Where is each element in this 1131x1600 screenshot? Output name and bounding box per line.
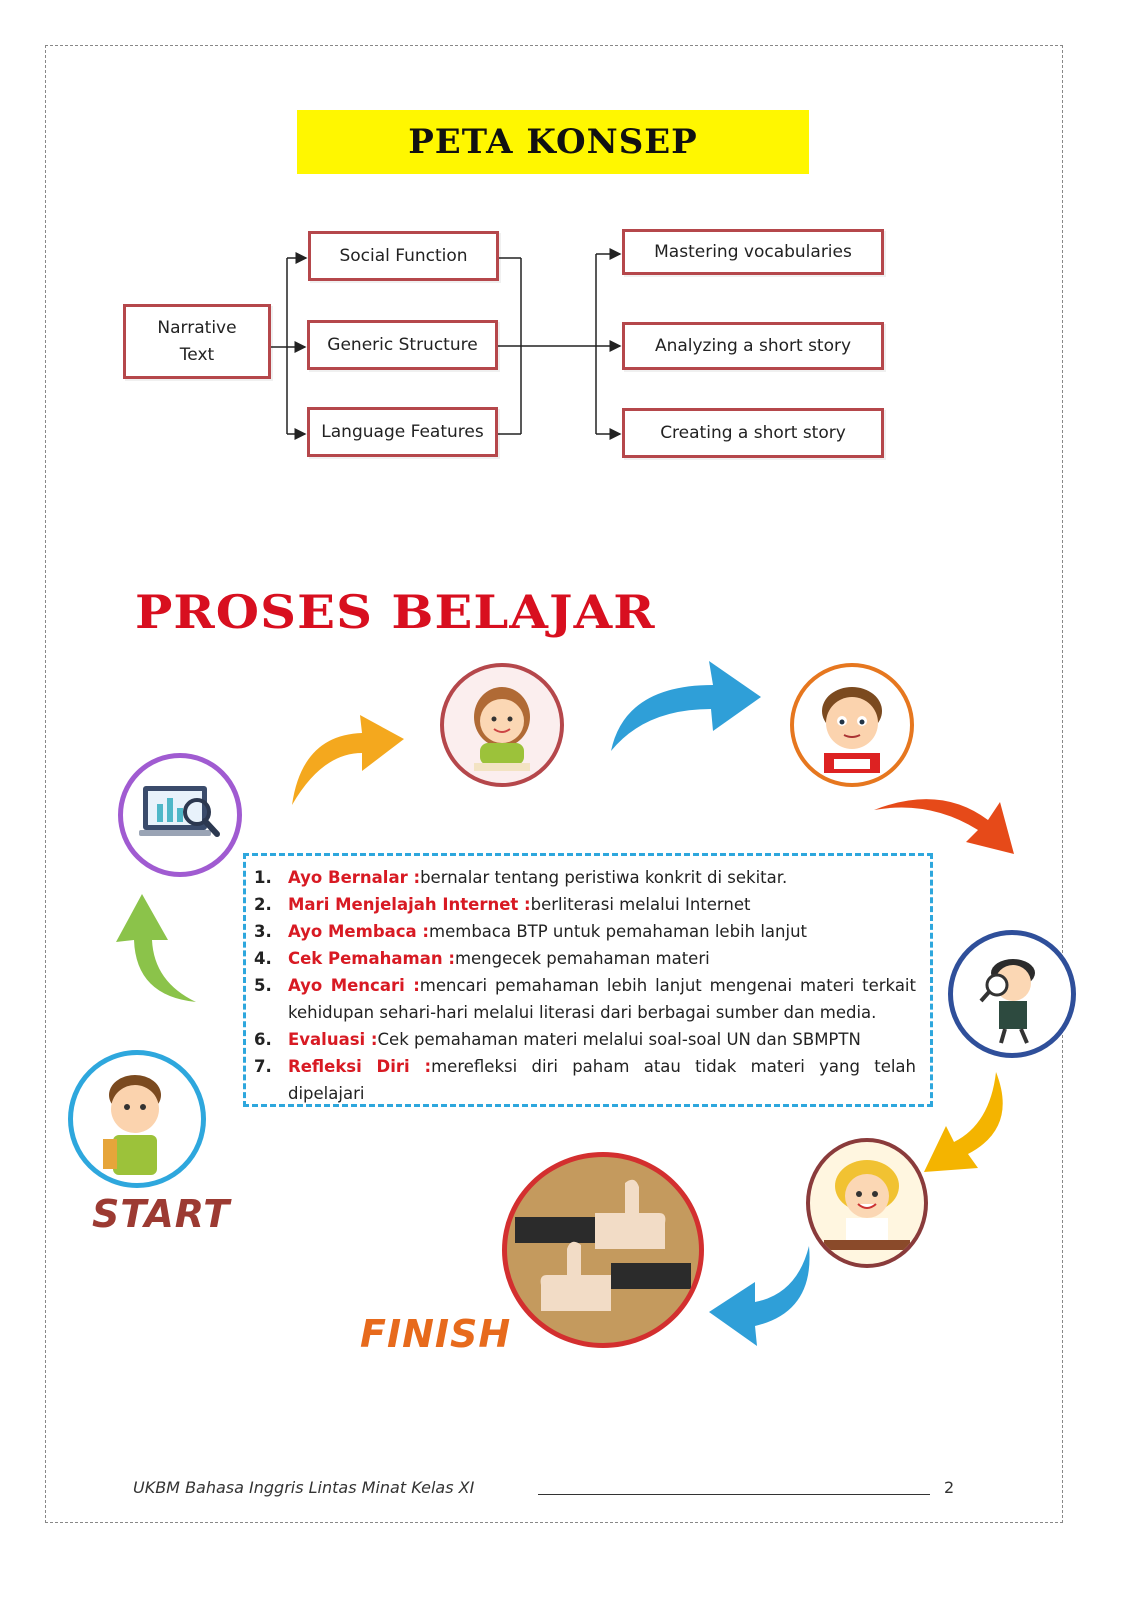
concept-root-label: Narrative Text [157, 318, 237, 365]
red-orange-arrow-icon [874, 799, 1014, 854]
concept-outcome-mastering-vocabularies: Mastering vocabularies [622, 229, 884, 275]
list-item: 1. Ayo Bernalar :bernalar tentang peristi… [254, 864, 916, 891]
step-description: mengecek pemahaman materi [454, 949, 710, 968]
concept-outcome-analyzing-short-story: Analyzing a short story [622, 322, 884, 370]
step-number: 1. [254, 868, 272, 887]
concept-aspect-language-features: Language Features [307, 407, 498, 457]
concept-outcome-creating-short-story: Creating a short story [622, 408, 884, 458]
step-number: 3. [254, 922, 272, 941]
list-item: 7. Refleksi Diri :merefleksi diri paham a… [254, 1053, 916, 1107]
title-band: PETA KONSEP [297, 110, 809, 174]
step-description: berliterasi melalui Internet [530, 895, 751, 914]
step-label: Mari Menjelajah Internet : [288, 895, 531, 914]
step-label: Refleksi Diri : [288, 1057, 432, 1076]
step-label: Ayo Mencari : [288, 976, 420, 995]
list-item: 6. Evaluasi :Cek pemahaman materi melalui… [254, 1026, 916, 1053]
proses-belajar-heading: PROSES BELAJAR [135, 585, 656, 639]
blue-arrow-icon [611, 661, 761, 751]
concept-aspect-label: Generic Structure [327, 334, 478, 355]
step-description: Cek pemahaman materi melalui soal-soal U… [377, 1030, 861, 1049]
concept-map-connectors [270, 248, 622, 440]
page-number: 2 [944, 1478, 955, 1497]
learning-steps-list: 1. Ayo Bernalar :bernalar tentang peristi… [254, 864, 916, 1107]
concept-aspect-label: Language Features [321, 421, 484, 442]
step-description: bernalar tentang peristiwa konkrit di se… [420, 868, 788, 887]
list-item: 4. Cek Pemahaman :mengecek pemahaman mate… [254, 945, 916, 972]
concept-outcome-label: Analyzing a short story [654, 335, 852, 356]
step-description: merefleksi diri paham atau tidak materi … [288, 1057, 917, 1103]
concept-aspect-label: Social Function [339, 245, 468, 266]
step-label: Evaluasi : [288, 1030, 378, 1049]
learning-steps-box: 1. Ayo Bernalar :bernalar tentang peristi… [243, 853, 933, 1107]
page-border [45, 45, 1063, 1523]
blue-down-arrow-icon [709, 1246, 810, 1346]
page-title: PETA KONSEP [408, 122, 698, 162]
step-description: membaca BTP untuk pemahaman lebih lanjut [429, 922, 808, 941]
concept-aspect-generic-structure: Generic Structure [307, 320, 498, 370]
list-item: 5. Ayo Mencari :mencari pemahaman lebih l… [254, 972, 916, 1026]
thinking-boy-icon [68, 1050, 206, 1188]
concept-outcome-label: Creating a short story [660, 422, 846, 443]
start-label: START [92, 1192, 231, 1236]
orange-arrow-icon [292, 715, 404, 805]
green-arrow-icon [116, 894, 196, 1002]
detective-magnifier-icon [948, 930, 1076, 1058]
concept-aspect-social-function: Social Function [308, 231, 499, 281]
step-number: 6. [254, 1030, 272, 1049]
girl-student-icon [806, 1138, 928, 1268]
step-label: Ayo Membaca : [288, 922, 430, 941]
thumbs-up-down-icon [502, 1152, 704, 1348]
step-number: 7. [254, 1057, 272, 1076]
step-label: Ayo Bernalar : [288, 868, 421, 887]
step-description: mencari pemahaman lebih lanjut mengenai … [288, 976, 916, 1022]
list-item: 2. Mari Menjelajah Internet :berliterasi … [254, 891, 916, 918]
list-item: 3. Ayo Membaca :membaca BTP untuk pemaham… [254, 918, 916, 945]
yellow-arrow-icon [924, 1072, 1003, 1172]
footer-rule [538, 1494, 930, 1495]
internet-search-icon [118, 753, 242, 877]
footer-text: UKBM Bahasa Inggris Lintas Minat Kelas X… [133, 1478, 475, 1497]
step-number: 5. [254, 976, 272, 995]
step-label: Cek Pemahaman : [288, 949, 455, 968]
finish-label: FINISH [360, 1312, 512, 1356]
concept-root-narrative-text: Narrative Text [123, 304, 271, 379]
boy-writing-icon [790, 663, 914, 787]
step-number: 4. [254, 949, 272, 968]
concept-outcome-label: Mastering vocabularies [654, 241, 852, 262]
reading-girl-icon [440, 663, 564, 787]
step-number: 2. [254, 895, 272, 914]
